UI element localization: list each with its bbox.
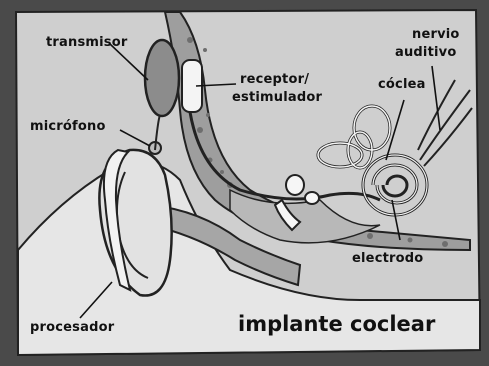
label-nerve-line2: auditivo [395,45,456,60]
diagram-title: implante coclear [238,312,435,336]
label-cochlea: cóclea [378,77,426,92]
transmitter-coil [145,40,179,116]
label-electrode: electrodo [352,251,423,266]
label-receiver-line1: receptor/ [240,72,309,87]
label-transmitter: transmisor [46,35,127,50]
label-microphone: micrófono [30,119,106,134]
label-processor: procesador [30,320,114,335]
label-receiver-line2: estimulador [232,90,322,105]
label-nerve-line1: nervio [412,27,460,42]
